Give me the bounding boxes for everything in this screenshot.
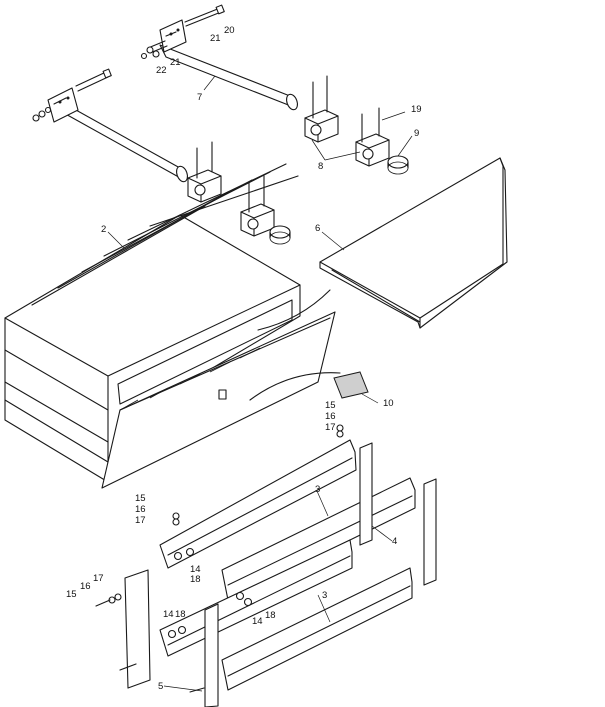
callout-17-b: 17 (135, 515, 146, 526)
callout-6: 6 (315, 223, 320, 234)
callout-7: 7 (197, 92, 202, 103)
callout-10: 10 (383, 398, 394, 409)
tray-shelf (319, 157, 508, 329)
callout-16-b: 16 (135, 504, 146, 515)
callout-19: 19 (411, 104, 422, 115)
end-cap-lower (269, 225, 291, 245)
callout-15-a: 15 (325, 400, 336, 411)
callout-17-a: 17 (325, 422, 336, 433)
callout-9: 9 (414, 128, 419, 139)
callout-16-c: 16 (80, 581, 91, 592)
callout-21-a: 21 (210, 33, 221, 44)
callout-17-c: 17 (93, 573, 104, 584)
callout-3-lower: 3 (322, 590, 327, 601)
callout-15-b: 15 (135, 493, 146, 504)
support-tube-upper (159, 19, 298, 111)
callout-14-c: 14 (163, 609, 174, 620)
callout-18-a: 18 (190, 574, 201, 585)
callout-18-c: 18 (175, 609, 186, 620)
callout-22: 22 (156, 65, 167, 76)
callout-2: 2 (101, 224, 106, 235)
end-cap-upper (387, 155, 409, 175)
bolts-lower (32, 68, 112, 122)
support-tube-lower (47, 87, 188, 183)
callout-15-c: 15 (66, 589, 77, 600)
clamp-front-right (240, 175, 275, 237)
leader-lines (107, 75, 413, 692)
callout-3-upper: 3 (315, 484, 320, 495)
callout-16-a: 16 (325, 411, 336, 422)
label-plate (333, 371, 369, 399)
clamp-rear-right (355, 107, 390, 167)
callout-20: 20 (224, 25, 235, 36)
callout-5: 5 (158, 681, 163, 692)
bolts-upper (140, 4, 225, 60)
clamp-front-left (187, 141, 222, 203)
callout-14-a: 14 (190, 564, 201, 575)
callout-labels: 2 3 3 4 5 6 7 8 9 10 14 14 14 15 15 15 1… (66, 25, 422, 692)
callout-8: 8 (318, 161, 323, 172)
callout-18-b: 18 (265, 610, 276, 621)
uprights (124, 442, 437, 707)
storage-box (4, 163, 336, 489)
callout-4: 4 (392, 536, 397, 547)
callout-21-b: 21 (170, 57, 181, 68)
fasteners (95, 424, 344, 693)
association-arrows (249, 289, 341, 401)
clamp-rear-left (304, 75, 339, 143)
callout-14-b: 14 (252, 616, 263, 627)
